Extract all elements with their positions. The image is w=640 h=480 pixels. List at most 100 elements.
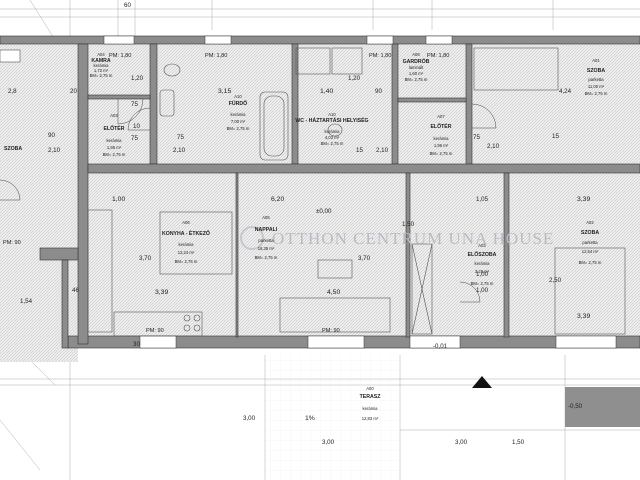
room-floor: parketta bbox=[258, 238, 274, 243]
room-area: 1,60 m² bbox=[409, 71, 424, 76]
room-id: A02 bbox=[586, 220, 594, 225]
room-height: BM= 2,75 m bbox=[90, 73, 113, 78]
level-label: -0,50 bbox=[568, 403, 583, 410]
room-height: BM= 2,75 m bbox=[471, 281, 494, 286]
dimension-label: 1,00 bbox=[112, 196, 125, 203]
room-floor: kerámia bbox=[179, 242, 195, 247]
room-height: BM= 2,75 m bbox=[255, 255, 278, 260]
room-height: BM= 2,75 m bbox=[579, 260, 602, 265]
room-terasz: A00 TERASZ kerámia 12,83 m² bbox=[360, 386, 382, 421]
dimension-label: 75 bbox=[177, 134, 184, 141]
dimension-label: 1,40 bbox=[320, 88, 333, 95]
room-name: NAPPALI bbox=[255, 227, 278, 233]
dimension-label: 2,50 bbox=[549, 277, 562, 284]
room-height: BM= 2,75 m bbox=[405, 77, 428, 82]
window-label: PM: 1,80 bbox=[369, 53, 391, 59]
room-name: TERASZ bbox=[360, 394, 382, 400]
dimension-label: 1,20 bbox=[348, 75, 361, 82]
room-area: 7,00 m² bbox=[231, 119, 246, 124]
room-konyha: A06 KONYHA - ÉTKEZŐ kerámia 12,24 m² BM=… bbox=[162, 220, 210, 264]
room-area: 1,72 m² bbox=[94, 68, 109, 73]
dimension-label: 3,39 bbox=[577, 196, 590, 203]
window-label: PM: 90 bbox=[3, 240, 21, 246]
room-floor: kerámia bbox=[475, 261, 491, 266]
dimension-label: 1,00 bbox=[476, 271, 489, 278]
room-nappali: A05 NAPPALI parketta 18,35 m² BM= 2,75 m bbox=[255, 215, 278, 260]
dimension-label: 1,50 bbox=[512, 439, 525, 446]
entrance-marker bbox=[472, 376, 492, 388]
window-label: PM: 1,80 bbox=[427, 53, 449, 59]
room-id: A01 bbox=[592, 58, 600, 63]
room-area: 12,54 m² bbox=[582, 249, 599, 254]
watermark-text: OTTHON CENTRUM UNA HOUSE bbox=[272, 229, 554, 248]
room-furdo: A10 FÜRDŐ kerámia 7,00 m² BM= 2,75 m bbox=[227, 94, 250, 131]
room-height: BM= 2,75 m bbox=[321, 141, 344, 146]
room-name: WC - HÁZTARTÁSI HELYISÉG bbox=[295, 116, 368, 124]
dimension-label: 1,50 bbox=[402, 221, 415, 228]
room-szoba-a01: A01 SZOBA parketta 11,00 m² BM= 2,75 m bbox=[585, 58, 608, 96]
room-area: 3,25 m² bbox=[475, 269, 490, 274]
room-eloter-2: A07 ELŐTÉR kerámia 1,96 m² BM= 2,75 m bbox=[430, 114, 453, 156]
window-label: PM: 1,80 bbox=[205, 53, 227, 59]
watermark: OTTHON CENTRUM UNA HOUSE bbox=[240, 226, 554, 250]
room-id: A04 bbox=[97, 52, 105, 57]
window-label: PM: 1,80 bbox=[109, 53, 131, 59]
room-id: A05 bbox=[262, 215, 270, 220]
room-floor: kerámia bbox=[363, 406, 379, 411]
room-name: ELŐTÉR bbox=[430, 122, 451, 130]
dimension-label: 3,70 bbox=[358, 255, 371, 262]
room-name: SZOBA bbox=[4, 146, 22, 152]
window-label: PM: 90 bbox=[146, 328, 164, 334]
room-id: A03 bbox=[110, 113, 118, 118]
dimension-label: 10 bbox=[133, 123, 140, 130]
room-szoba-a02: A02 SZOBA parketta 12,54 m² BM= 2,75 m bbox=[579, 220, 602, 265]
dimension-label: 2,10 bbox=[173, 147, 186, 154]
room-szoba-left: SZOBA bbox=[4, 146, 22, 152]
room-area: 18,35 m² bbox=[258, 246, 275, 251]
room-kamra: A04 KAMRA kerámia 1,72 m² BM= 2,75 m bbox=[90, 52, 113, 78]
dimension-label: 4,50 bbox=[327, 289, 340, 296]
room-area: 4,03 m² bbox=[325, 135, 340, 140]
room-name: FÜRDŐ bbox=[229, 100, 247, 107]
dimension-label: 1,05 bbox=[476, 196, 489, 203]
dimension-label: 2,10 bbox=[376, 147, 389, 154]
room-id: A06 bbox=[182, 220, 190, 225]
room-id: A10 bbox=[234, 94, 242, 99]
dimension-label: 20 bbox=[70, 88, 77, 95]
room-height: BM= 2,75 m bbox=[227, 126, 250, 131]
dimension-label: 2,8 bbox=[8, 88, 17, 95]
dimension-label: 3,00 bbox=[455, 439, 468, 446]
room-id: A08 bbox=[412, 52, 420, 57]
room-area: 12,24 m² bbox=[178, 250, 195, 255]
room-floor: kerámia bbox=[434, 136, 450, 141]
room-height: BM= 2,75 m bbox=[430, 151, 453, 156]
dimension-label: 6,20 bbox=[271, 196, 284, 203]
fixtures bbox=[87, 47, 626, 337]
dimension-label: 3,00 bbox=[243, 415, 256, 422]
dimension-label: 75 bbox=[473, 134, 480, 141]
room-gardrob: A08 GARDRÓB laminált 1,60 m² BM= 2,75 m bbox=[403, 52, 430, 82]
room-name: ELŐSZOBA bbox=[468, 251, 497, 258]
room-floor: kerámia bbox=[94, 63, 110, 68]
dimension-label: 75 bbox=[131, 101, 138, 108]
room-area: 1,96 m² bbox=[434, 143, 449, 148]
dimension-label: 90 bbox=[375, 88, 382, 95]
dimension-label: 4,24 bbox=[559, 88, 572, 95]
room-floor: parketta bbox=[582, 240, 598, 245]
room-id: A07 bbox=[437, 114, 445, 119]
level-label: ±0,00 bbox=[316, 208, 332, 215]
dimension-label: 3,39 bbox=[155, 289, 168, 296]
room-area: 11,00 m² bbox=[588, 84, 605, 89]
room-name: KAMRA bbox=[91, 58, 111, 64]
room-eloszoba: A03 ELŐSZOBA kerámia 3,25 m² BM= 2,75 m bbox=[468, 243, 497, 286]
level-label: -0,01 bbox=[433, 343, 448, 350]
dimension-label: 3,00 bbox=[322, 439, 335, 446]
room-id: A00 bbox=[366, 386, 374, 391]
room-name: GARDRÓB bbox=[403, 57, 430, 65]
dimension-label: 1,54 bbox=[20, 298, 33, 305]
level-marks: ±0,00 -0,01 -0,50 1% bbox=[305, 208, 583, 422]
dimension-label: 1,00 bbox=[476, 287, 489, 294]
room-area: 12,83 m² bbox=[362, 416, 379, 421]
dimension-label: 3,15 bbox=[218, 88, 231, 95]
